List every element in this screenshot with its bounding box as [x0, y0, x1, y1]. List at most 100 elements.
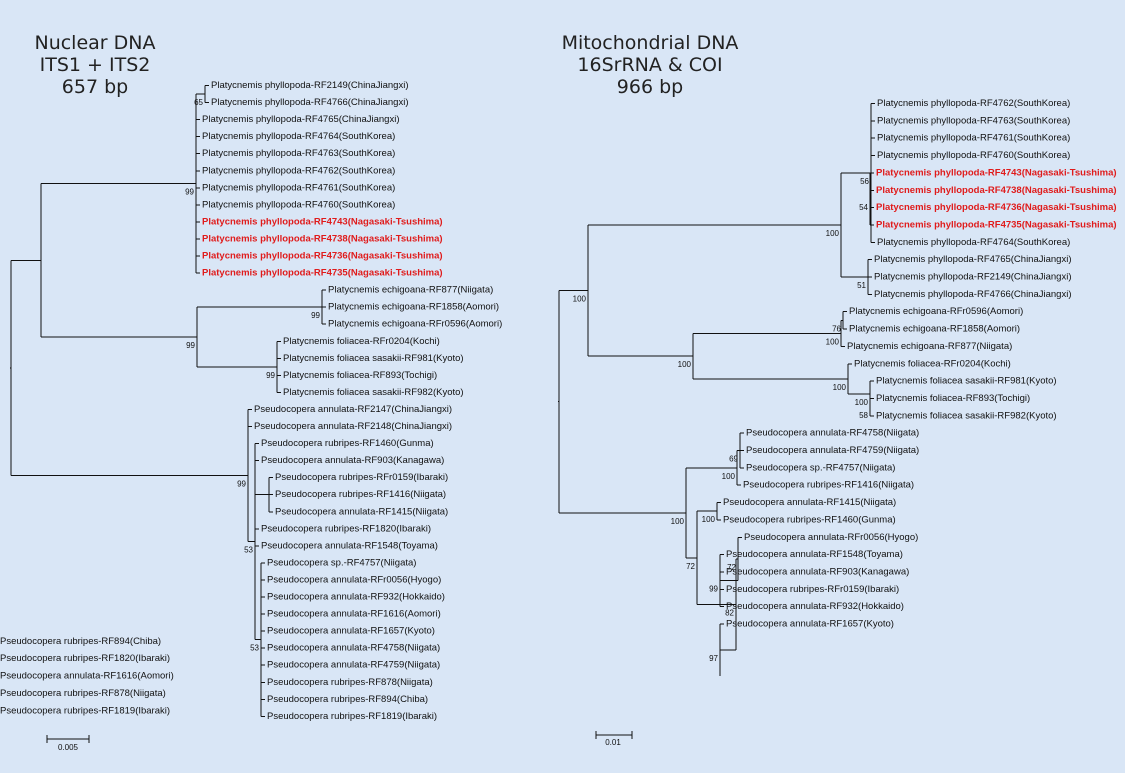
- highlighted-taxon-label: Platycnemis phyllopoda-RF4743(Nagasaki-T…: [876, 167, 1117, 178]
- nuclear-title-line: 657 bp: [61, 76, 129, 98]
- taxon-label: Pseudocopera annulata-RF1616(Aomori): [0, 671, 174, 682]
- taxon-label: Platycnemis echigoana-RF1858(Aomori): [849, 324, 1020, 335]
- support-value: 100: [722, 472, 736, 481]
- taxon-label: Pseudocopera rubripes-RF878(Niigata): [267, 677, 433, 688]
- taxon-label: Pseudocopera rubripes-RF1416(Niigata): [275, 489, 446, 500]
- taxon-label: Pseudocopera annulata-RF1548(Toyama): [261, 540, 438, 551]
- mito-tree: 100 100 56 Platycnemis phyllopoda-RF4762(So…: [0, 98, 1117, 716]
- taxon-label: Platycnemis foliacea sasakii-RF981(Kyoto…: [876, 376, 1057, 387]
- taxon-label: Pseudocopera annulata-RF1415(Niigata): [723, 497, 896, 508]
- taxon-label: Pseudocopera annulata-RF1657(Kyoto): [267, 626, 435, 637]
- nuclear-scale-bar: 0.005: [46, 735, 90, 752]
- taxon-label: Pseudocopera annulata-RFr0056(Hyogo): [744, 532, 918, 543]
- taxon-label: Pseudocopera annulata-RF2148(ChinaJiangx…: [254, 421, 452, 432]
- nuclear-title-line: ITS1 + ITS2: [39, 54, 151, 76]
- taxon-label: Pseudocopera annulata-RF903(Kanagawa): [261, 455, 444, 466]
- taxon-label: Pseudocopera rubripes-RF1416(Niigata): [743, 480, 914, 491]
- taxon-label: Pseudocopera annulata-RFr0056(Hyogo): [267, 574, 441, 585]
- highlighted-taxon-label: Platycnemis phyllopoda-RF4736(Nagasaki-T…: [202, 251, 443, 262]
- nuclear-scale-line: [46, 735, 90, 743]
- taxon-label: Platycnemis phyllopoda-RF4766(ChinaJiang…: [211, 97, 409, 108]
- taxon-label: Pseudocopera annulata-RF4759(Niigata): [267, 660, 440, 671]
- taxon-label: Platycnemis foliacea-RF893(Tochigi): [876, 393, 1030, 404]
- taxon-label: Platycnemis echigoana-RF877(Niigata): [328, 285, 493, 296]
- nuclear-tree-title: Nuclear DNA ITS1 + ITS2 657 bp: [20, 32, 170, 98]
- support-value: 99: [185, 188, 194, 197]
- taxon-label: Platycnemis phyllopoda-RF4761(SouthKorea…: [877, 133, 1070, 144]
- taxon-label: Platycnemis phyllopoda-RF4761(SouthKorea…: [202, 182, 395, 193]
- taxon-label: Pseudocopera annulata-RF932(Hokkaido): [726, 601, 904, 612]
- support-value: 100: [671, 517, 685, 526]
- highlighted-taxon-label: Platycnemis phyllopoda-RF4735(Nagasaki-T…: [202, 268, 443, 279]
- support-value: 99: [186, 341, 195, 350]
- support-value: 97: [709, 654, 718, 663]
- support-value: 100: [833, 383, 847, 392]
- support-value: 100: [826, 337, 840, 346]
- support-value: 51: [857, 281, 866, 290]
- taxon-label: Pseudocopera sp.-RF4757(Niigata): [267, 557, 416, 568]
- taxon-label: Pseudocopera annulata-RF4758(Niigata): [267, 643, 440, 654]
- support-value: 100: [855, 398, 869, 407]
- taxon-label: Pseudocopera rubripes-RF894(Chiba): [0, 636, 161, 647]
- taxon-label: Platycnemis phyllopoda-RF4762(SouthKorea…: [877, 98, 1070, 109]
- support-value: 76: [832, 324, 841, 333]
- support-value: 82: [725, 608, 734, 617]
- taxon-label: Pseudocopera rubripes-RF878(Niigata): [0, 688, 166, 699]
- taxon-label: Platycnemis phyllopoda-RF4766(ChinaJiang…: [874, 289, 1072, 300]
- taxon-label: Pseudocopera rubripes-RF894(Chiba): [267, 694, 428, 705]
- support-value: 99: [237, 480, 246, 489]
- highlighted-taxon-label: Platycnemis phyllopoda-RF4736(Nagasaki-T…: [876, 202, 1117, 213]
- taxon-label: Platycnemis echigoana-RFr0596(Aomori): [328, 319, 502, 330]
- taxon-label: Platycnemis foliacea-RFr0204(Kochi): [854, 358, 1011, 369]
- taxon-label: Platycnemis foliacea-RFr0204(Kochi): [283, 336, 440, 347]
- support-value: 100: [826, 229, 840, 238]
- taxon-label: Platycnemis phyllopoda-RF2149(ChinaJiang…: [211, 80, 409, 91]
- highlighted-taxon-label: Platycnemis phyllopoda-RF4735(Nagasaki-T…: [876, 219, 1117, 230]
- taxon-label: Platycnemis foliacea sasakii-RF981(Kyoto…: [283, 353, 464, 364]
- taxon-label: Pseudocopera annulata-RF4759(Niigata): [746, 445, 919, 456]
- taxon-label: Pseudocopera rubripes-RFr0159(Ibaraki): [726, 584, 899, 595]
- support-value: 100: [678, 360, 692, 369]
- highlighted-taxon-label: Platycnemis phyllopoda-RF4743(Nagasaki-T…: [202, 216, 443, 227]
- mito-scale-bar: 0.01: [595, 731, 633, 747]
- mito-title-line: 966 bp: [616, 76, 684, 98]
- support-value: 72: [727, 563, 736, 572]
- mito-scale-label: 0.01: [605, 738, 621, 747]
- taxon-label: Pseudocopera sp.-RF4757(Niigata): [746, 462, 895, 473]
- taxon-label: Platycnemis echigoana-RFr0596(Aomori): [849, 306, 1023, 317]
- taxon-label: Pseudocopera annulata-RF932(Hokkaido): [267, 592, 445, 603]
- mito-tree-title: Mitochondrial DNA 16SrRNA & COI 966 bp: [555, 32, 745, 98]
- taxon-label: Pseudocopera rubripes-RF1820(Ibaraki): [261, 523, 431, 534]
- support-value: 56: [860, 177, 869, 186]
- highlighted-taxon-label: Platycnemis phyllopoda-RF4738(Nagasaki-T…: [202, 233, 443, 244]
- support-value: 53: [250, 644, 259, 653]
- support-value: 100: [702, 515, 716, 524]
- taxon-label: Platycnemis phyllopoda-RF4764(SouthKorea…: [877, 237, 1070, 248]
- taxon-label: Platycnemis phyllopoda-RF4760(SouthKorea…: [877, 150, 1070, 161]
- highlighted-taxon-label: Platycnemis phyllopoda-RF4738(Nagasaki-T…: [876, 185, 1117, 196]
- taxon-label: Platycnemis echigoana-RF1858(Aomori): [328, 302, 499, 313]
- nuclear-scale-label: 0.005: [58, 743, 79, 752]
- taxon-label: Pseudocopera annulata-RF1616(Aomori): [267, 609, 441, 620]
- taxon-label: Platycnemis phyllopoda-RF2149(ChinaJiang…: [874, 272, 1072, 283]
- taxon-label: Platycnemis phyllopoda-RF4764(SouthKorea…: [202, 131, 395, 142]
- support-value: 69: [729, 455, 738, 464]
- mito-scale-line: [595, 731, 633, 739]
- support-value: 54: [859, 203, 868, 212]
- taxon-label: Pseudocopera rubripes-RF1460(Gunma): [261, 438, 434, 449]
- taxon-label: Platycnemis echigoana-RF877(Niigata): [847, 341, 1012, 352]
- taxon-label: Pseudocopera rubripes-RF1819(Ibaraki): [267, 711, 437, 722]
- support-value: 58: [859, 411, 868, 420]
- support-value: 100: [573, 295, 587, 304]
- taxon-label: Platycnemis phyllopoda-RF4765(ChinaJiang…: [874, 254, 1072, 265]
- taxon-label: Pseudocopera rubripes-RF1460(Gunma): [723, 514, 896, 525]
- support-value: 99: [266, 371, 275, 380]
- taxon-label: Platycnemis foliacea sasakii-RF982(Kyoto…: [876, 410, 1057, 421]
- taxon-label: Pseudocopera annulata-RF1415(Niigata): [275, 506, 448, 517]
- taxon-label: Platycnemis phyllopoda-RF4763(SouthKorea…: [202, 148, 395, 159]
- taxon-label: Pseudocopera annulata-RF4758(Niigata): [746, 428, 919, 439]
- taxon-label: Platycnemis phyllopoda-RF4765(ChinaJiang…: [202, 114, 400, 125]
- taxon-label: Pseudocopera annulata-RF903(Kanagawa): [726, 566, 909, 577]
